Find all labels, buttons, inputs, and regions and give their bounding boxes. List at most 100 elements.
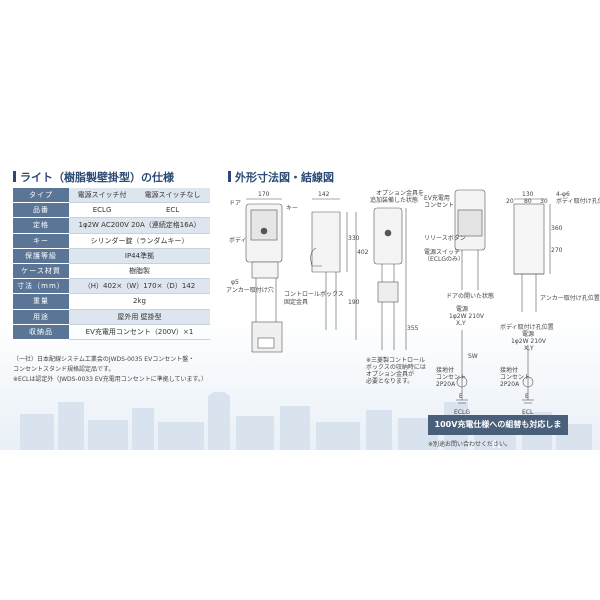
title-accent-bar (228, 171, 231, 182)
wiring-power-ecl: 電源 (522, 330, 534, 338)
note-line: ※ECLは認定外（JWDS-0033 EV充電用コンセントに準拠しています。） (13, 376, 207, 383)
spec-label: 重量 (13, 293, 69, 310)
note-line: （一社）日本配線システム工業会のJWDS-0035 EVコンセント盤・ (13, 356, 195, 363)
wiring-rating-ecl: 2P20A (500, 381, 520, 388)
spec-value: 1φ2W AC200V 20A（連続定格16A） (69, 217, 210, 234)
spec-value: 樹脂製 (69, 263, 210, 280)
wiring-outlet-eclg: コンセント (436, 374, 466, 381)
title-accent-bar (13, 171, 16, 182)
spec-label: キー (13, 233, 69, 249)
dimension-title-text: 外形寸法図・結線図 (235, 171, 334, 184)
spec-value: ECLG (69, 202, 136, 219)
wiring-ground-outlet-eclg: 接地付 (436, 366, 454, 374)
label-power-switch: 電源スイッチ (424, 248, 460, 256)
spec-value: 電源スイッチ付 (69, 188, 136, 204)
dim-hole: 4-φ6 (556, 191, 570, 198)
spec-row: キーシリンダー錠（ランダムキー） (13, 233, 210, 249)
label-anchor-hole: アンカー取付け穴 (226, 286, 274, 294)
dim-width-170: 170 (258, 191, 270, 198)
label-anchor-position: アンカー取付け孔位置 (540, 294, 600, 302)
spec-value: シリンダー錠（ランダムキー） (69, 233, 210, 249)
wiring-xy-eclg: X,Y (456, 320, 466, 327)
spec-label: 定格 (13, 217, 69, 234)
spec-row: 用途屋外用 壁掛型 (13, 309, 210, 325)
dim-height-190: 190 (348, 299, 360, 306)
spec-label: 保護等級 (13, 248, 69, 264)
label-body: ボディ (229, 236, 247, 244)
spec-title-text: ライト（樹脂製壁掛型）の仕様 (20, 171, 174, 184)
dimension-section-title: 外形寸法図・結線図 (228, 169, 334, 185)
label-body-position: ボディ取付け孔位置 (500, 323, 554, 331)
spec-label: 品番 (13, 202, 69, 219)
dim-width-80: 80 (524, 198, 532, 205)
wiring-power-eclg: 電源 (456, 305, 468, 313)
label-door-open: ドアの開いた状態 (446, 292, 494, 300)
label-outlet: コンセント (424, 202, 454, 209)
spec-label: 寸法（mm） (13, 278, 69, 295)
spec-value: 2kg (69, 293, 210, 310)
wiring-switch: SW (468, 353, 478, 360)
label-body-hole: ボディ取付け孔位置 (556, 197, 600, 205)
wiring-xy-ecl: X,Y (524, 345, 534, 352)
label-option-fitting: オプション金具を (376, 189, 424, 197)
spec-value: IP44準拠 (69, 248, 210, 264)
conversion-callout: 100V充電仕様への組替も対応します。 (428, 415, 568, 449)
label-phi5: φ5 (231, 279, 239, 286)
dim-height-402: 402 (357, 249, 369, 256)
spec-label: 収納品 (13, 324, 69, 340)
wiring-ground-outlet-ecl: 接地付 (500, 366, 518, 374)
dim-depth-142: 142 (318, 191, 330, 198)
dim-height-355: 355 (407, 325, 419, 332)
label-key: キー (286, 205, 298, 212)
note-mitsubishi: 必要となります。 (366, 377, 413, 385)
wiring-rating-eclg: 2P20A (436, 381, 456, 388)
spec-row: タイプ電源スイッチ付電源スイッチなし (13, 188, 210, 204)
note-mitsubishi: ボックスの収納時には (366, 363, 426, 371)
wiring-ground-ecl: E (525, 393, 529, 400)
label-ev-outlet: EV充電用 (424, 194, 450, 202)
spec-section-title: ライト（樹脂製壁掛型）の仕様 (13, 169, 174, 185)
callout-text: 100V充電仕様への組替も対応します。 (434, 420, 562, 449)
dim-height-330: 330 (348, 235, 360, 242)
wiring-phase-eclg: 1φ2W 210V (449, 313, 485, 320)
dim-height-360: 360 (551, 225, 563, 232)
note-mitsubishi: ※三菱製コントロール (366, 356, 425, 364)
spec-value: EV充電用コンセント（200V）×1 (69, 324, 210, 340)
label-eclg-only: （ECLGのみ） (424, 256, 464, 263)
label-release-button: リリースボタン (424, 234, 466, 242)
dim-width-130: 130 (522, 191, 534, 198)
spec-row: 寸法（mm）（H）402×（W）170×（D）142 (13, 278, 210, 295)
label-option-fitting-state: 追加装備した状態 (370, 196, 418, 204)
spec-label: タイプ (13, 188, 69, 204)
dim-width-20: 20 (506, 198, 514, 205)
spec-notes: （一社）日本配線システム工業会のJWDS-0035 EVコンセント盤・ コンセン… (13, 355, 228, 385)
label-fixing: 固定金具 (284, 298, 308, 306)
note-line: コンセントスタンド規格認定品です。 (13, 366, 115, 373)
city-skyline-illustration (20, 392, 592, 450)
spec-value: 屋外用 壁掛型 (69, 309, 210, 325)
note-mitsubishi: オプション金具が (366, 370, 414, 378)
spec-label: ケース材質 (13, 263, 69, 280)
wiring-label-eclg: ECLG (454, 409, 470, 416)
callout-note: ※別途お問い合わせください。 (428, 441, 512, 448)
spec-value: （H）402×（W）170×（D）142 (69, 278, 210, 295)
spec-row: ケース材質樹脂製 (13, 263, 210, 280)
label-door: ドア (229, 200, 241, 207)
wiring-label-ecl: ECL (522, 409, 534, 416)
spec-value: ECL (135, 202, 210, 219)
spec-label: 用途 (13, 309, 69, 325)
wiring-outlet-ecl: コンセント (500, 374, 530, 381)
dim-width-30: 30 (540, 198, 548, 205)
label-control-box: コントロールボックス (284, 290, 344, 298)
wiring-phase-ecl: 1φ2W 210V (511, 338, 547, 345)
wiring-ground-eclg: E (459, 393, 463, 400)
dim-height-270: 270 (551, 247, 563, 254)
spec-value: 電源スイッチなし (135, 188, 210, 204)
